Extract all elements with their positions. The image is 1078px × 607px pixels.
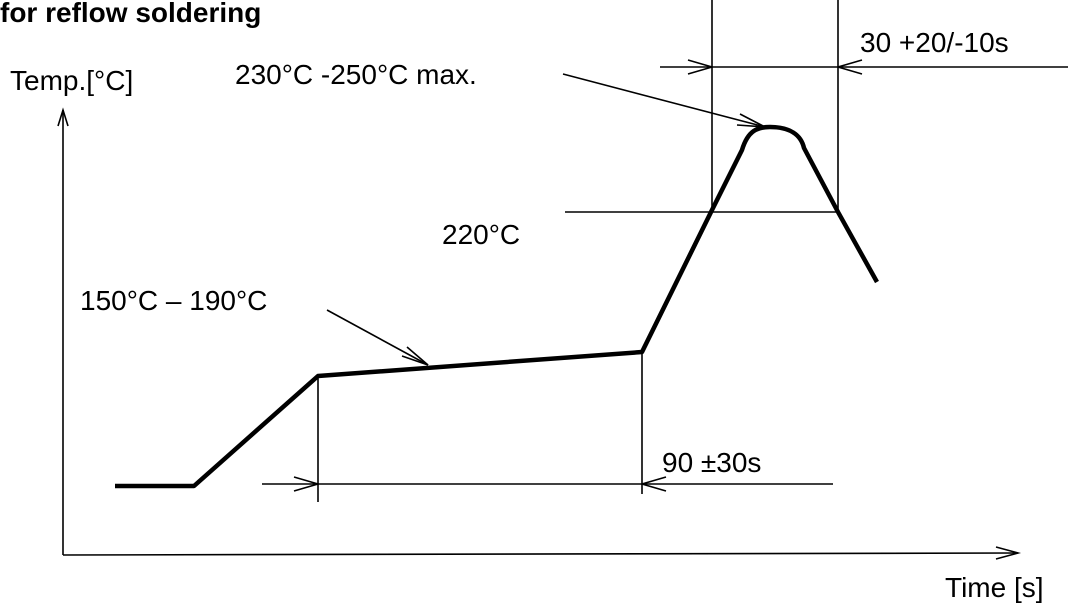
preheat-leader-line <box>326 309 429 366</box>
y-axis-label: Temp.[°C] <box>10 65 133 96</box>
preheat-dim-arrow-left-icon <box>293 476 321 492</box>
liquidus-label: 220°C <box>442 219 520 250</box>
peak-leader-arrow-icon <box>736 113 766 128</box>
x-axis-arrow-icon <box>995 546 1022 560</box>
preheat-leader-arrow-icon <box>401 346 429 366</box>
peak-leader-line <box>562 73 766 128</box>
tal-duration-label: 30 +20/-10s <box>860 27 1009 58</box>
x-axis-label: Time [s] <box>945 572 1044 603</box>
preheat-label: 150°C – 190°C <box>80 285 267 316</box>
diagram-title: for reflow soldering <box>0 0 261 28</box>
x-axis <box>62 552 1019 556</box>
y-axis-arrow-icon <box>57 107 69 127</box>
tal-dim-arrow-right-icon <box>835 59 863 75</box>
temperature-profile-curve <box>115 124 879 489</box>
preheat-duration-label: 90 ±30s <box>662 447 761 478</box>
peak-temperature-label: 230°C -250°C max. <box>235 59 477 90</box>
tal-dim-arrow-left-icon <box>687 59 715 75</box>
preheat-dim-arrow-right-icon <box>639 476 667 492</box>
